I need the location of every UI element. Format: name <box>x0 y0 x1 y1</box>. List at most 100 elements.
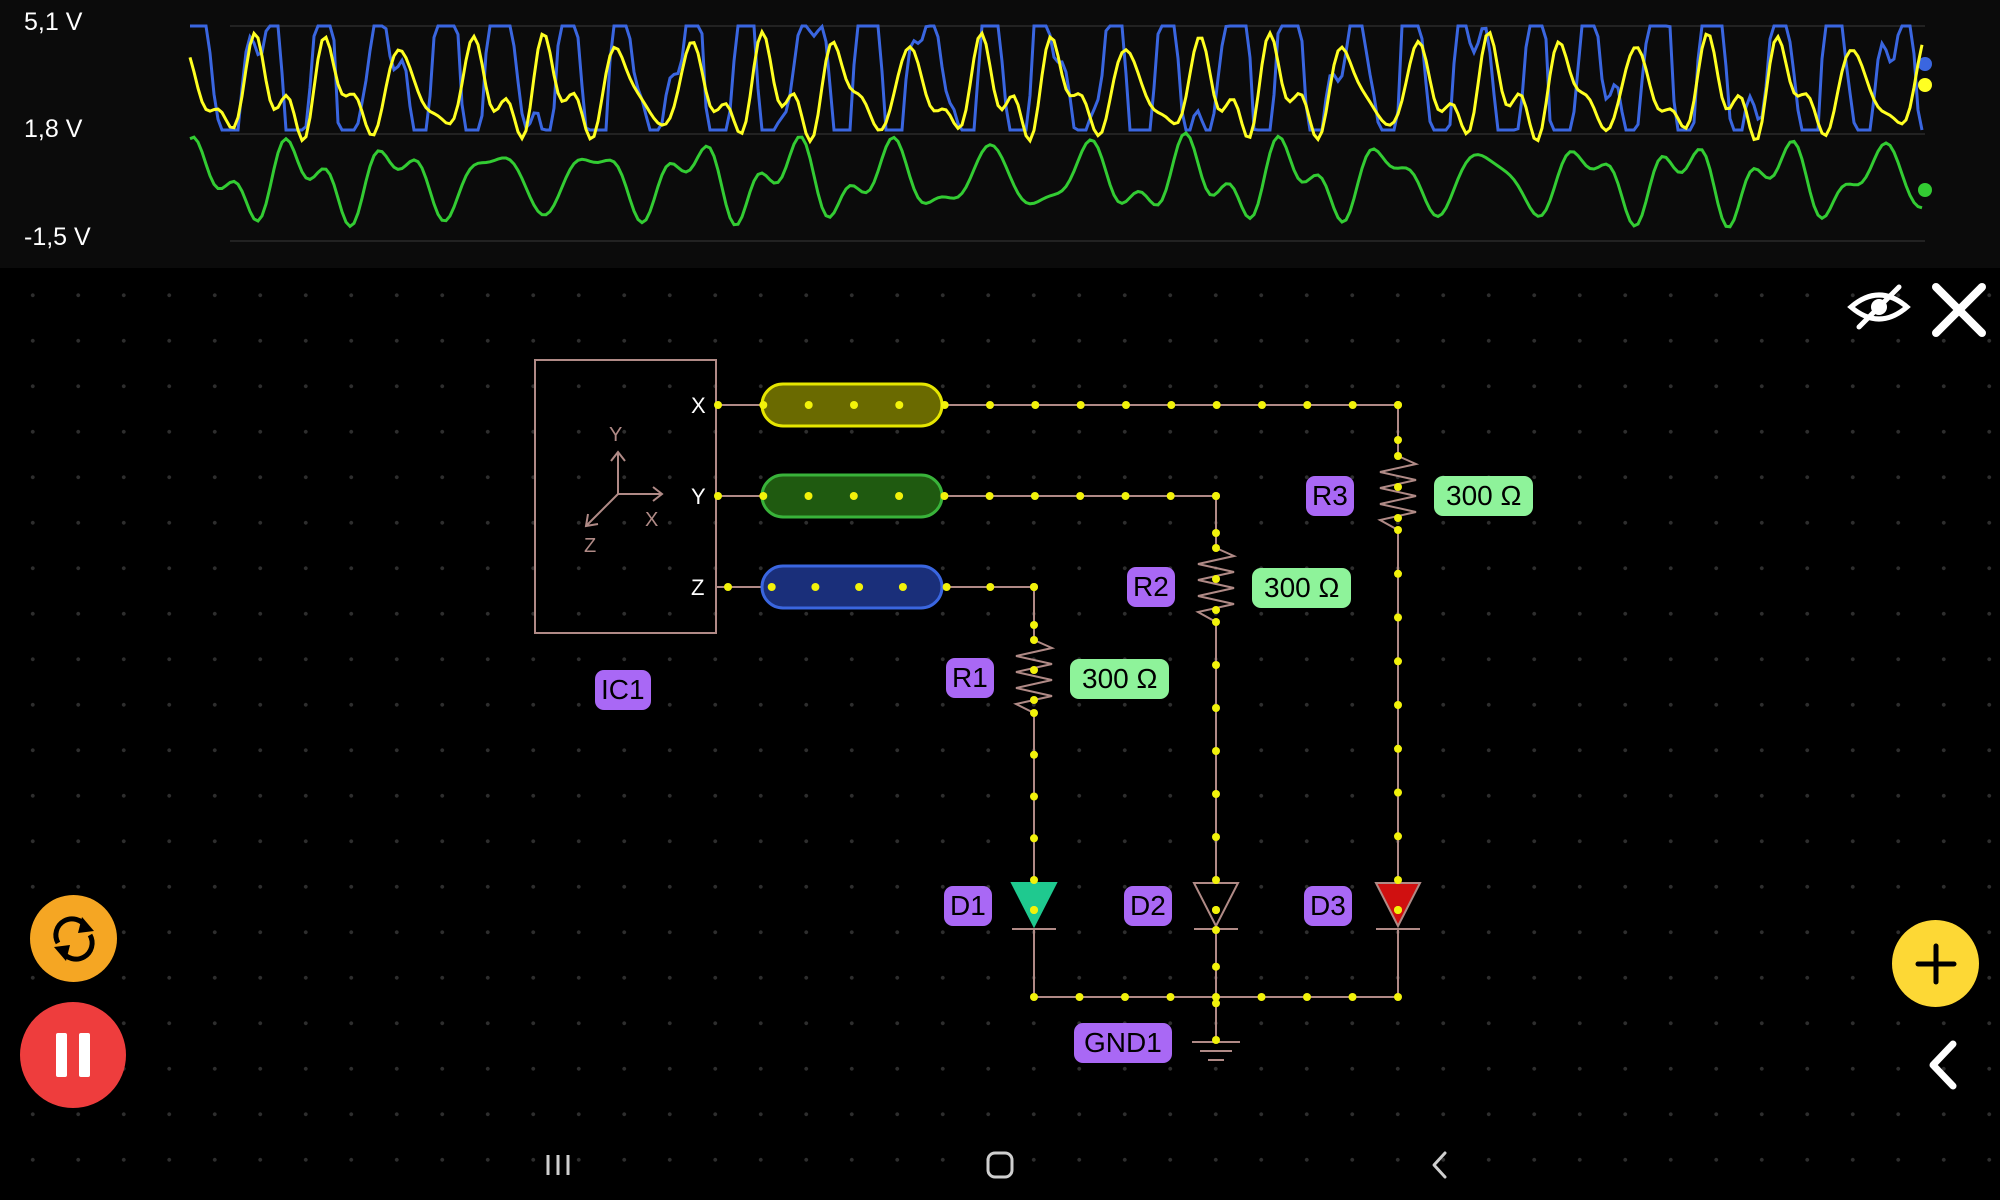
component-label-r2[interactable]: R2 <box>1127 567 1175 607</box>
current-dot <box>759 401 768 409</box>
resistor-r3-symbol[interactable] <box>1377 440 1420 531</box>
pause-simulation-button[interactable] <box>20 1002 126 1108</box>
trace-x-cursor-dot <box>1918 78 1932 92</box>
current-dot <box>1212 529 1220 537</box>
component-label-d3[interactable]: D3 <box>1304 886 1352 926</box>
current-dot <box>1212 999 1220 1008</box>
current-dot <box>1394 906 1402 914</box>
current-dot <box>850 401 858 409</box>
add-component-button[interactable] <box>1892 920 1979 1007</box>
current-dot <box>1075 993 1084 1001</box>
current-dot <box>1030 583 1038 591</box>
back-button[interactable] <box>1412 1145 1468 1185</box>
component-label-d1[interactable]: D1 <box>944 886 992 926</box>
current-dot <box>1394 701 1402 709</box>
current-dot <box>849 492 858 500</box>
close-icon <box>1932 283 1986 337</box>
resistor-r1-value[interactable]: 300 Ω <box>1070 659 1170 699</box>
close-button[interactable] <box>1928 279 1990 341</box>
pin-label-x: X <box>691 393 706 418</box>
current-dot <box>1212 492 1220 500</box>
current-dot <box>759 492 768 500</box>
axis-glyph-icon <box>584 450 664 528</box>
current-dot <box>1303 401 1312 409</box>
current-dot <box>985 492 994 500</box>
component-label-d2[interactable]: D2 <box>1124 886 1172 926</box>
current-dot <box>714 492 722 500</box>
current-dot <box>1121 993 1129 1001</box>
recent-apps-icon <box>546 1155 570 1175</box>
current-dot <box>1167 401 1176 409</box>
component-label-r3[interactable]: R3 <box>1306 476 1354 516</box>
component-label-ic1[interactable]: IC1 <box>595 670 651 710</box>
plus-icon <box>1915 943 1956 984</box>
current-dot <box>1394 657 1402 666</box>
trace-z-cursor-dot <box>1918 57 1932 71</box>
current-dot <box>940 492 949 500</box>
pin-label-z: Z <box>691 575 705 600</box>
resistor-r2-value[interactable]: 300 Ω <box>1252 568 1352 608</box>
current-dot <box>1166 492 1175 500</box>
oscilloscope-panel: 5,1 V 1,8 V -1,5 V <box>0 0 2000 268</box>
chip-ic1-body[interactable] <box>534 359 717 634</box>
pause-icon <box>56 1033 90 1077</box>
trace-y <box>189 131 1923 229</box>
current-dot <box>1031 401 1040 409</box>
current-dot <box>767 583 776 591</box>
current-dot <box>1212 544 1220 552</box>
back-icon <box>1432 1151 1447 1179</box>
current-dot <box>1394 613 1402 622</box>
resistor-r3-value[interactable]: 300 Ω <box>1434 476 1534 516</box>
current-dot <box>1212 993 1220 1001</box>
component-label-r1[interactable]: R1 <box>946 658 994 698</box>
current-dot <box>1394 876 1402 884</box>
resistor-r1-symbol[interactable] <box>1013 625 1056 714</box>
current-dot <box>1394 514 1402 522</box>
current-dot <box>1348 401 1357 409</box>
current-dot <box>1030 492 1039 500</box>
voltage-label-max: 5,1 V <box>24 8 83 36</box>
current-flow-dots <box>714 401 1402 1044</box>
resistor-r2-symbol[interactable] <box>1195 533 1238 623</box>
current-dot <box>811 583 820 591</box>
probe-z-trace[interactable] <box>760 564 944 610</box>
current-dot <box>1348 993 1357 1001</box>
collapse-panel-button[interactable] <box>1918 1035 1968 1095</box>
current-dot <box>1212 661 1220 669</box>
current-dot <box>1212 833 1220 841</box>
home-button[interactable] <box>972 1145 1028 1185</box>
axis-label-y: Y <box>609 424 622 446</box>
recent-apps-button[interactable] <box>530 1145 586 1185</box>
voltage-label-min: -1,5 V <box>24 223 91 251</box>
current-dot <box>942 583 951 591</box>
axis-label-z: Z <box>584 535 596 557</box>
current-dot <box>1212 1036 1220 1044</box>
current-dot <box>1303 993 1311 1001</box>
ground-icon[interactable] <box>1192 1041 1240 1061</box>
trace-x <box>188 28 1924 145</box>
current-dot <box>1394 993 1402 1001</box>
current-dot <box>1076 492 1085 500</box>
current-dot <box>1030 906 1038 914</box>
reset-simulation-button[interactable] <box>30 895 117 982</box>
current-dot <box>1212 575 1220 583</box>
pin-label-y: Y <box>691 484 706 509</box>
trace-y-cursor-dot <box>1918 183 1932 197</box>
component-label-gnd1[interactable]: GND1 <box>1074 1023 1172 1063</box>
chevron-left-icon <box>1929 1040 1957 1090</box>
current-dot <box>1212 876 1220 884</box>
current-dot <box>1121 492 1130 500</box>
current-dot <box>1212 704 1220 712</box>
current-dot <box>1212 747 1220 755</box>
hide-graph-button[interactable] <box>1846 281 1912 333</box>
axis-label-x: X <box>645 509 658 531</box>
current-dot <box>1122 401 1130 409</box>
current-dot <box>1030 750 1038 759</box>
current-dot <box>1030 666 1038 674</box>
current-dot <box>1212 790 1220 798</box>
trace-z <box>190 23 1924 132</box>
current-dot <box>940 401 949 409</box>
current-dot <box>898 583 907 591</box>
current-dot <box>895 492 904 500</box>
